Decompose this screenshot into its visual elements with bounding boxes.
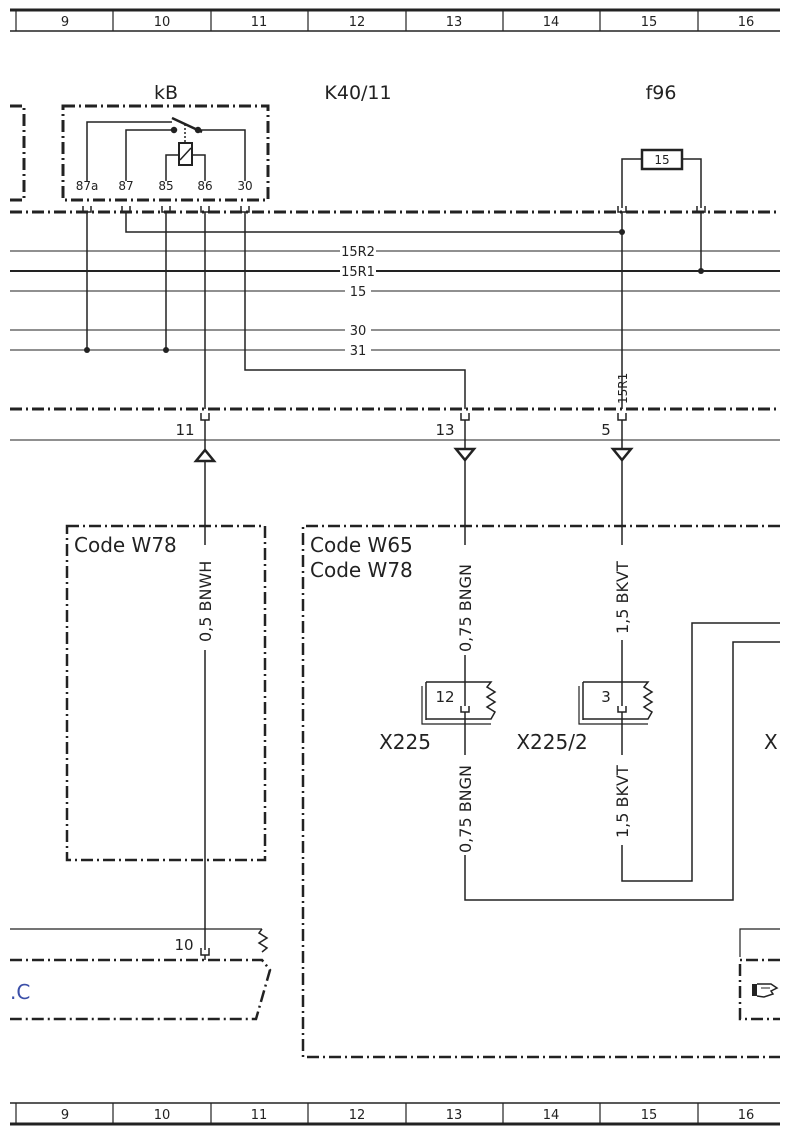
ruler-bottom-10: 10 (154, 1108, 171, 1123)
relay-k40-11: 87a 87 85 86 30 (10, 104, 270, 202)
ruler-top-10: 10 (154, 15, 171, 30)
fuse-f96: 15 (621, 148, 702, 208)
connector-x225-2: 3 X225/2 (516, 681, 654, 754)
top-ruler: 9 10 11 12 13 14 15 16 (10, 8, 780, 32)
ruler-top-11: 11 (251, 15, 268, 30)
ruler-top-16: 16 (738, 15, 755, 30)
code-box-w78 (65, 524, 267, 862)
bus-label-15r1: 15R1 (341, 265, 375, 280)
connector-x225-label: X225 (379, 730, 431, 754)
relay-pin-87a: 87a (76, 179, 99, 193)
code-box-w65-w78 (301, 524, 780, 1059)
connector-x225: 12 X225 (379, 681, 497, 754)
fuse-rating: 15 (654, 153, 669, 167)
bottom-left-link[interactable]: .C (10, 980, 30, 1004)
terminal-number-5: 5 (601, 421, 611, 439)
wire-label-0-75-bngn-upper: 0,75 BNGN (456, 564, 475, 652)
lower-terminals (200, 413, 627, 421)
ruler-bottom-11: 11 (251, 1108, 268, 1123)
bus-label-15: 15 (350, 285, 367, 300)
junction-dots (84, 229, 704, 353)
bus-lines: 15R2 15R1 15 30 31 (10, 244, 780, 359)
relay-pin-87: 87 (118, 179, 133, 193)
relay-component-id: K40/11 (324, 82, 391, 104)
relay-pin-86: 86 (197, 179, 212, 193)
wire-label-1-5-bkvt-lower: 1,5 BKVT (613, 765, 632, 838)
relay-pin-30: 30 (237, 179, 252, 193)
wire-label-0-5-bnwh: 0,5 BNWH (196, 561, 215, 642)
arrows (193, 447, 634, 463)
ruler-top-15: 15 (641, 15, 658, 30)
ruler-top-14: 14 (543, 15, 560, 30)
code-box-right-title-1: Code W65 (310, 533, 413, 557)
wire-label-15r1: 15R1 (616, 373, 630, 404)
connector-partial-label: X (764, 730, 778, 754)
terminal-number-10: 10 (174, 936, 193, 954)
ruler-top-9: 9 (61, 15, 69, 30)
bottom-left-component: 10 .C (10, 928, 272, 1021)
relay-pin-85: 85 (158, 179, 173, 193)
bottom-ruler: 9 10 11 12 13 14 15 16 (10, 1102, 780, 1126)
upper-wires (86, 212, 702, 409)
ruler-bottom-9: 9 (61, 1108, 69, 1123)
terminal-number-13: 13 (435, 421, 454, 439)
ruler-bottom-13: 13 (446, 1108, 463, 1123)
ruler-top-12: 12 (349, 15, 366, 30)
bus-label-15r2: 15R2 (341, 245, 375, 260)
ruler-bottom-16: 16 (738, 1108, 755, 1123)
pointing-hand-icon[interactable] (752, 983, 779, 998)
code-box-left-title: Code W78 (74, 533, 177, 557)
ruler-top-13: 13 (446, 15, 463, 30)
connector-x225-pin: 12 (435, 688, 454, 706)
connector-x225-2-label: X225/2 (516, 730, 587, 754)
code-box-right-title-2: Code W78 (310, 558, 413, 582)
bottom-right-component (738, 928, 780, 1021)
terminal-number-11: 11 (175, 421, 194, 439)
ruler-bottom-12: 12 (349, 1108, 366, 1123)
lower-wires (204, 420, 780, 950)
wire-label-1-5-bkvt-upper: 1,5 BKVT (613, 561, 632, 634)
connector-x225-2-pin: 3 (601, 688, 611, 706)
wire-label-0-75-bngn-lower: 0,75 BNGN (456, 765, 475, 853)
fuse-component-id: f96 (646, 82, 677, 104)
relay-type-label: kB (154, 82, 178, 104)
ruler-bottom-14: 14 (543, 1108, 560, 1123)
ruler-bottom-15: 15 (641, 1108, 658, 1123)
bus-label-31: 31 (350, 344, 367, 359)
bus-label-30: 30 (350, 324, 367, 339)
